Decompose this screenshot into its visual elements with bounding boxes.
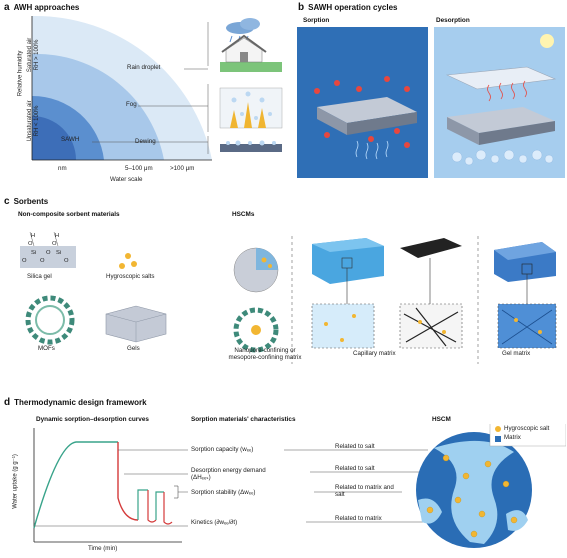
desorption-curve bbox=[117, 442, 139, 521]
house-icon bbox=[220, 18, 282, 72]
x-axis-label-a: Water scale bbox=[110, 176, 143, 183]
water-molecules bbox=[314, 76, 410, 148]
characteristic-leaders bbox=[34, 449, 428, 527]
nanopore-mof-icon bbox=[233, 307, 279, 353]
label-silica-gel: Silica gel bbox=[27, 273, 52, 280]
panel-b-diagram bbox=[297, 27, 565, 178]
rel-4: Related to matrix bbox=[335, 515, 382, 522]
silica-gel-icon bbox=[20, 231, 76, 268]
silica-atom-h1: H bbox=[31, 233, 36, 239]
d-x-axis-label: Time (min) bbox=[88, 545, 118, 552]
label-gel-matrix: Gel matrix bbox=[502, 350, 531, 357]
label-gels: Gels bbox=[127, 345, 140, 352]
collected-droplets bbox=[451, 149, 554, 166]
silica-atom-si2: Si bbox=[56, 250, 62, 256]
gel-matrix-icon bbox=[494, 242, 557, 349]
hscm-header: HSCM bbox=[432, 416, 451, 423]
noncomposite-header: Non-composite sorbent materials bbox=[18, 211, 120, 218]
tick-nm: nm bbox=[58, 165, 67, 172]
panel-c-diagram bbox=[20, 231, 557, 364]
characteristics-header: Sorption materials' characteristics bbox=[191, 416, 296, 423]
sun-icon bbox=[540, 34, 554, 48]
silica-atom-h2: H bbox=[55, 233, 60, 239]
sorption-label: Sorption bbox=[303, 17, 330, 24]
tick-100: >100 μm bbox=[170, 165, 195, 172]
panel-d-diagram bbox=[33, 424, 566, 548]
silica-atom-o5: O bbox=[46, 250, 51, 256]
panel-a-diagram bbox=[31, 15, 283, 161]
char-desorption-energy: Desorption energy demand (ΔHₑₑₛ) bbox=[191, 467, 266, 482]
tick-5-100: 5–100 μm bbox=[125, 165, 153, 172]
hscm-circle-icon bbox=[416, 432, 532, 548]
legend-salt-label: Hygroscopic salt bbox=[504, 425, 550, 432]
curves-header: Dynamic sorption–desorption curves bbox=[36, 416, 149, 423]
callout-rain: Rain droplet bbox=[127, 64, 161, 71]
sorbent-slab-day bbox=[447, 107, 555, 145]
char-sorption-capacity: Sorption capacity (wₑₑ) bbox=[191, 446, 254, 453]
rel-3: Related to matrix and salt bbox=[335, 484, 394, 499]
legend-matrix-swatch bbox=[495, 436, 501, 442]
salt-crystals-icon bbox=[119, 253, 137, 269]
legend-matrix-label: Matrix bbox=[504, 434, 521, 441]
rel-2: Related to salt bbox=[335, 465, 375, 472]
hscms-header: HSCMs bbox=[232, 211, 255, 218]
d-y-axis-label: Water uptake (g g⁻¹) bbox=[12, 454, 19, 509]
cycle-curves bbox=[137, 489, 173, 525]
carbon-fabric-icon bbox=[399, 238, 463, 349]
char-sorption-stability: Sorption stability (Δwₑₑ) bbox=[191, 489, 256, 496]
silica-atom-o6: O bbox=[64, 258, 69, 264]
capillary-honeycomb-icon bbox=[311, 238, 384, 349]
silica-atom-o2: O bbox=[52, 241, 57, 247]
y-axis-label-a: Relative humidity bbox=[17, 50, 24, 97]
callout-dew: Dewing bbox=[135, 138, 156, 145]
desorption-label: Desorption bbox=[436, 17, 470, 24]
silica-atom-si1: Si bbox=[31, 250, 37, 256]
nanopore-sphere-icon bbox=[233, 247, 279, 293]
sawh-label: SAWH bbox=[61, 136, 80, 143]
char-kinetics: Kinetics (∂wₑₑ/∂t) bbox=[191, 519, 238, 526]
sawh-region bbox=[32, 116, 76, 160]
dew-icon bbox=[220, 140, 282, 152]
label-capillary-matrix: Capillary matrix bbox=[353, 350, 396, 357]
label-hygroscopic-salts: Hygroscopic salts bbox=[106, 273, 155, 280]
callout-fog: Fog bbox=[126, 101, 137, 108]
legend-salt-swatch bbox=[495, 426, 501, 432]
rel-1: Related to salt bbox=[335, 443, 375, 450]
sorbent-slab-night bbox=[317, 97, 417, 135]
silica-atom-o4: O bbox=[40, 258, 45, 264]
fog-icon bbox=[219, 87, 283, 129]
condenser-cover bbox=[445, 66, 557, 90]
mof-icon bbox=[25, 295, 75, 345]
silica-atom-o3: O bbox=[22, 258, 27, 264]
gel-block-icon bbox=[105, 305, 167, 343]
label-mofs: MOFs bbox=[38, 345, 55, 352]
silica-atom-o1: O bbox=[28, 241, 33, 247]
hscm-legend bbox=[489, 424, 566, 447]
sorption-curve bbox=[33, 441, 118, 529]
